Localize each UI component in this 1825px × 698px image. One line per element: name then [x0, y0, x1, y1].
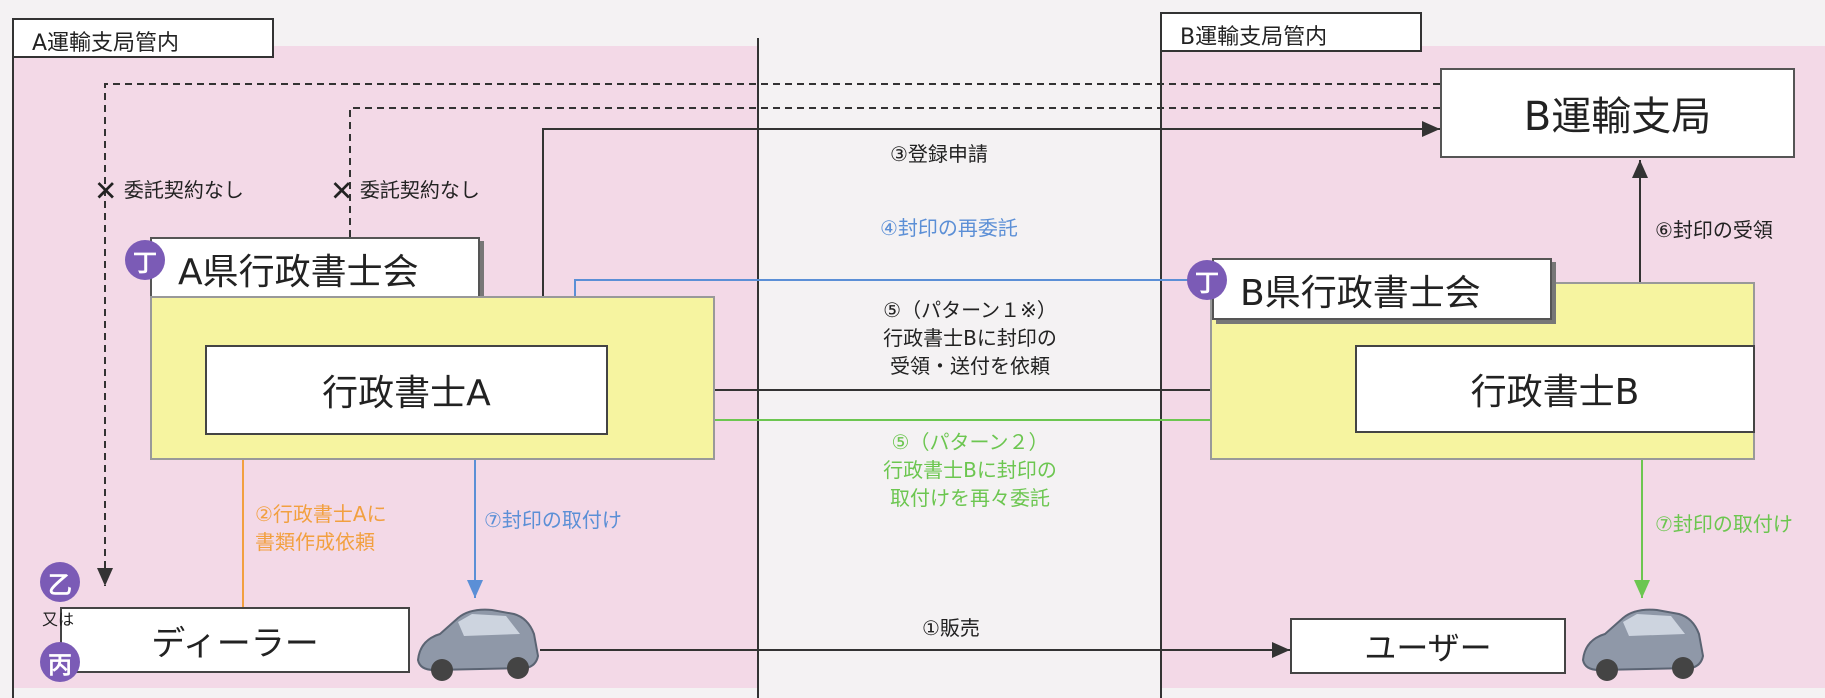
flow-receive-seal: ⑥封印の受領: [1655, 218, 1773, 242]
flow-attach-seal-a: ⑦封印の取付け: [484, 508, 622, 532]
scrivener-a-label: 行政書士A: [322, 373, 491, 414]
region-a-frame: [12, 38, 759, 698]
flow-attach-seal-b: ⑦封印の取付け: [1655, 512, 1793, 536]
flow-pattern1-line3: 受領・送付を依頼: [890, 354, 1050, 378]
user: ユーザー: [1290, 618, 1566, 674]
flow-request-docs-line1: ②行政書士Aに: [255, 502, 387, 526]
flow-sale: ①販売: [922, 616, 980, 640]
badge-tei-b: 丁: [1187, 260, 1227, 300]
flow-pattern2-line1: ⑤（パターン２）: [891, 430, 1049, 454]
flow-request-docs-line2: 書類作成依頼: [255, 530, 375, 554]
x-icon: ✕: [94, 174, 118, 208]
region-b-title: B運輸支局管内: [1160, 12, 1422, 52]
dealer-label: ディーラー: [151, 623, 319, 664]
dealer: ディーラー: [60, 607, 410, 673]
b-association-label: B県行政書士会: [1212, 258, 1552, 320]
car-icon: [1581, 608, 1705, 681]
badge-otsu: 乙: [40, 562, 80, 602]
badge-hei: 丙: [40, 642, 80, 682]
no-contract-1: ✕ 委託契約なし: [94, 176, 244, 206]
flow-pattern1-line1: ⑤（パターン１※）: [883, 298, 1057, 322]
no-contract-label-2: 委託契約なし: [359, 178, 480, 202]
region-a-title: A運輸支局管内: [12, 18, 274, 58]
flow-pattern1: ⑤（パターン１※） 行政書士Bに封印の 受領・送付を依頼: [830, 296, 1110, 380]
no-contract-2: ✕ 委託契約なし: [330, 176, 480, 206]
a-association-label: A県行政書士会: [150, 237, 480, 299]
scrivener-b: 行政書士B: [1355, 345, 1755, 433]
scrivener-b-label: 行政書士B: [1470, 372, 1640, 413]
flow-reconsign: ④封印の再委託: [880, 216, 1018, 240]
car-icon: [416, 608, 540, 681]
flow-pattern2-line3: 取付けを再々委託: [890, 486, 1050, 510]
flow-pattern2: ⑤（パターン２） 行政書士Bに封印の 取付けを再々委託: [830, 428, 1110, 512]
x-icon: ✕: [330, 174, 354, 208]
mataha-label: 又は: [42, 610, 75, 629]
region-b-frame: [1160, 38, 1825, 698]
flow-pattern2-line2: 行政書士Bに封印の: [883, 458, 1057, 482]
no-contract-label-1: 委託契約なし: [123, 178, 244, 202]
flow-registration: ③登録申請: [890, 142, 988, 166]
b-transport-office: B運輸支局: [1440, 68, 1795, 158]
user-label: ユーザー: [1364, 629, 1492, 667]
b-transport-office-label: B運輸支局: [1523, 94, 1712, 140]
flow-pattern1-line2: 行政書士Bに封印の: [883, 326, 1057, 350]
scrivener-a: 行政書士A: [205, 345, 608, 435]
badge-tei-a: 丁: [125, 240, 165, 280]
flow-request-docs: ②行政書士Aに 書類作成依頼: [255, 500, 387, 556]
